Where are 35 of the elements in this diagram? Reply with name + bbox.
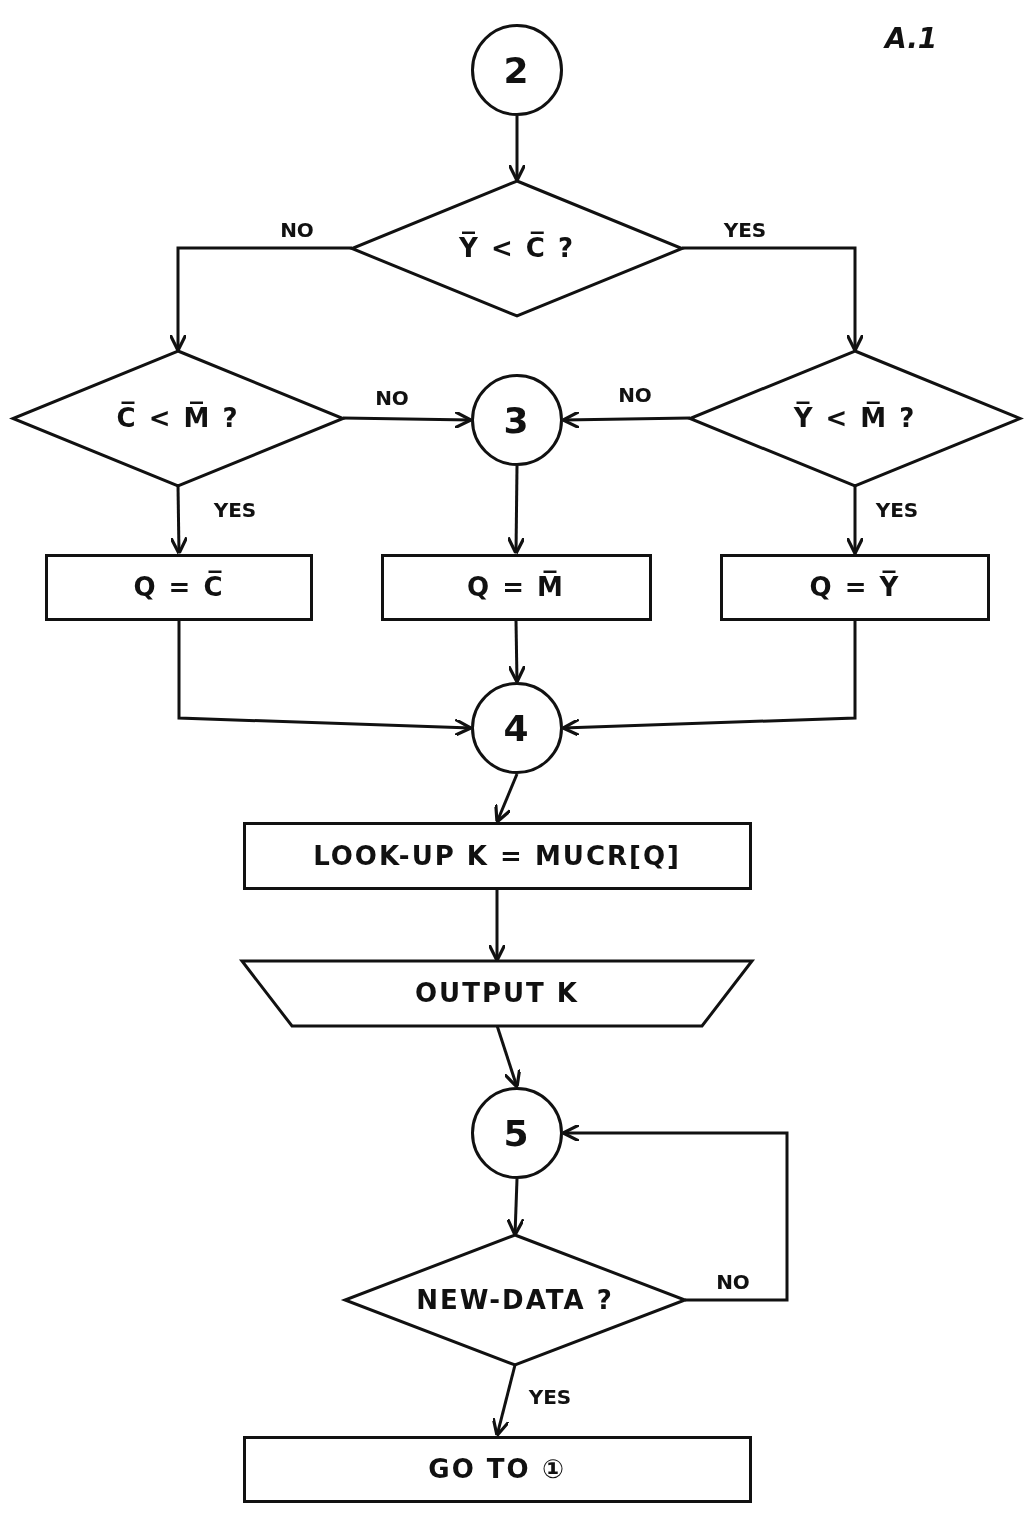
connector-number: 4 [503, 707, 531, 749]
arrow [342, 410, 473, 430]
step-text: OUTPUT K [414, 978, 580, 1008]
step-text: LOOK-UP K = MUCR[Q] [313, 841, 681, 871]
connector-number: 3 [503, 399, 531, 441]
step-text: Q = Y̅ [809, 572, 901, 602]
process-box [45, 553, 313, 621]
connector-number: 2 [503, 49, 531, 91]
arrow [168, 246, 352, 353]
connector-number: 5 [503, 1112, 531, 1154]
arrow [491, 1364, 517, 1438]
process-box [242, 1435, 752, 1503]
process-box [720, 553, 990, 621]
arrow [506, 1178, 526, 1237]
process-box [380, 553, 652, 621]
page-number: A.1 [885, 22, 938, 55]
process-box [242, 822, 752, 890]
arrow [506, 466, 526, 556]
step-text: Q = M̅ [467, 572, 565, 602]
output-trapezoid [242, 960, 752, 1026]
arrow [507, 116, 527, 183]
arrow [845, 485, 865, 556]
arrow [561, 1123, 789, 1302]
arrow [561, 620, 857, 738]
arrow [177, 620, 473, 738]
arrow [682, 246, 865, 353]
arrow [494, 773, 519, 824]
step-text: Q = C̅ [133, 572, 225, 602]
arrow [561, 410, 691, 430]
step-text: GO TO ① [428, 1454, 566, 1484]
arrow [487, 890, 507, 963]
arrow [169, 485, 189, 556]
arrow [495, 1025, 522, 1089]
condition-text: NEW-DATA ? [416, 1285, 614, 1315]
arrow [507, 620, 527, 684]
